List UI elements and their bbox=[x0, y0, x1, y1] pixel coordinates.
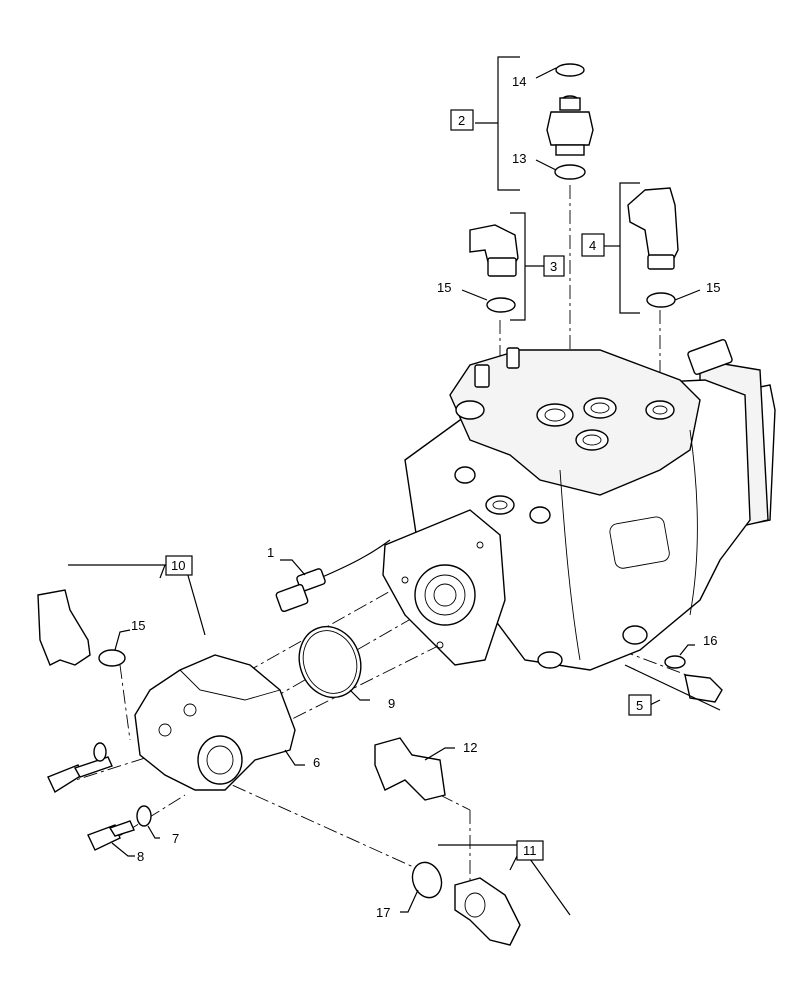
callout-17: 17 bbox=[376, 905, 390, 920]
elbow-fitting-3 bbox=[469, 224, 519, 313]
elbow-fitting-12 bbox=[374, 737, 446, 801]
tee-fitting-4 bbox=[627, 187, 679, 308]
callout-11: 11 bbox=[523, 843, 537, 858]
callout-7: 7 bbox=[172, 831, 179, 846]
callout-box-4 bbox=[581, 233, 605, 257]
callout-box-5 bbox=[628, 694, 652, 716]
callout-6: 6 bbox=[313, 755, 320, 770]
tee-fitting-10 bbox=[37, 589, 126, 667]
callout-15-top-right: 15 bbox=[706, 280, 720, 295]
swivel-fitting-11 bbox=[411, 861, 521, 946]
callout-15-left: 15 bbox=[131, 618, 145, 633]
straight-fitting-2 bbox=[546, 63, 594, 180]
callout-12: 12 bbox=[463, 740, 477, 755]
pump-cover-6 bbox=[134, 654, 296, 791]
callout-16: 16 bbox=[703, 633, 717, 648]
callout-1: 1 bbox=[267, 545, 274, 560]
speed-sensor-harness bbox=[275, 539, 391, 613]
callout-8: 8 bbox=[137, 849, 144, 864]
callout-13: 13 bbox=[512, 151, 526, 166]
bolts-and-washers bbox=[47, 742, 152, 851]
callout-5: 5 bbox=[636, 698, 643, 713]
callout-14: 14 bbox=[512, 74, 526, 89]
callout-4: 4 bbox=[589, 238, 596, 253]
straight-fitting-16 bbox=[664, 655, 723, 703]
callout-3: 3 bbox=[550, 259, 557, 274]
callout-2: 2 bbox=[458, 113, 465, 128]
callout-box-11 bbox=[516, 840, 544, 861]
callout-box-2 bbox=[450, 109, 474, 131]
o-ring-9 bbox=[298, 625, 362, 699]
callout-box-10 bbox=[165, 555, 193, 576]
callout-labels: 14 2 13 3 4 15 15 1 10 15 16 5 9 6 12 7 … bbox=[131, 74, 720, 920]
callout-9: 9 bbox=[388, 696, 395, 711]
leader-lines bbox=[111, 67, 701, 913]
hydraulic-pump-assembly bbox=[382, 339, 776, 671]
callout-10: 10 bbox=[171, 558, 185, 573]
callout-15-top-left: 15 bbox=[437, 280, 451, 295]
callout-box-3 bbox=[543, 255, 565, 277]
